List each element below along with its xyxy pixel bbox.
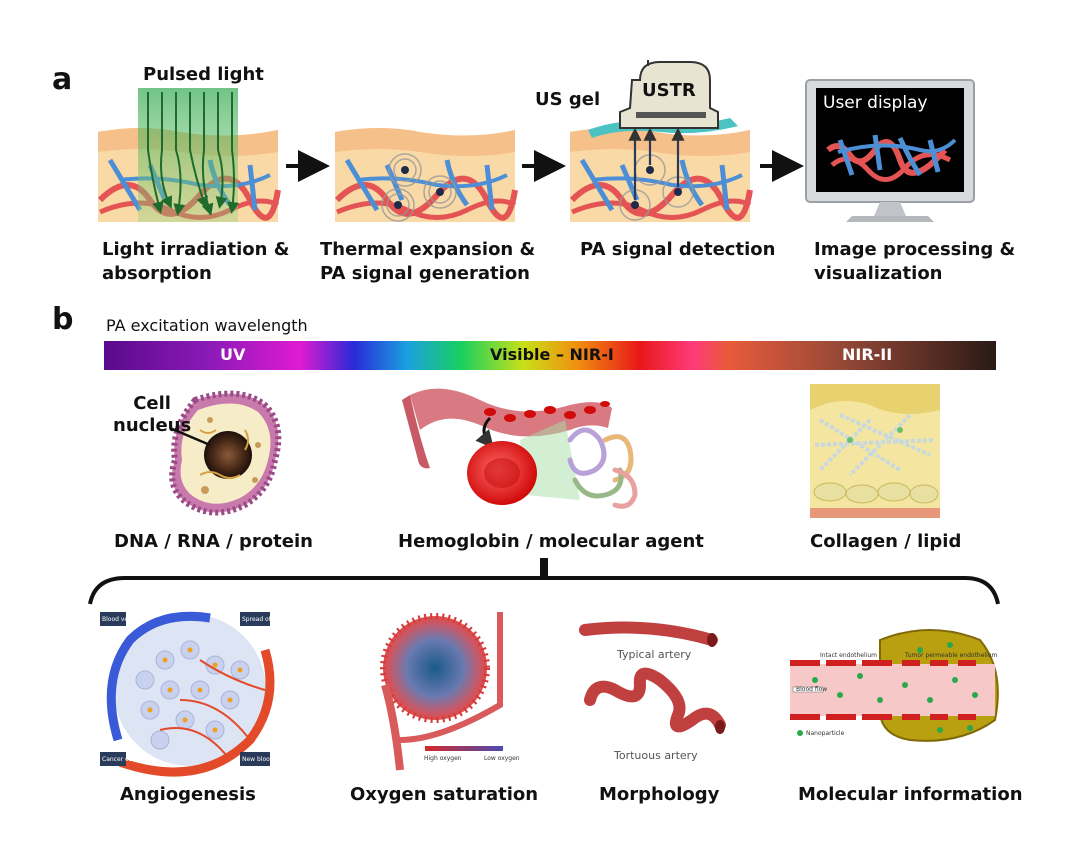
step-1-caption-line1: Light irradiation & <box>102 239 290 260</box>
tissue-block-irradiation <box>97 88 281 222</box>
step-1-caption-line2: absorption <box>102 263 212 284</box>
angiogenesis-illustration <box>100 611 275 777</box>
application-molecular-information: Molecular information <box>798 784 1023 805</box>
tortuous-artery-label: Tortuous artery <box>614 749 698 762</box>
panel-a-label: a <box>52 62 73 97</box>
mol-label-nanoparticle: Nanoparticle <box>806 730 845 737</box>
step-3-caption-line1: PA signal detection <box>580 239 776 260</box>
molecular-information-illustration <box>790 629 999 742</box>
angio-label-cancer-cells: Cancer cells <box>102 756 138 763</box>
tissue-block-detection <box>569 60 753 222</box>
mol-label-blood-flow: Blood flow <box>796 686 827 693</box>
absorber-dna: DNA / RNA / protein <box>114 531 313 552</box>
cell-nucleus-label: Cell nucleus <box>113 393 192 436</box>
user-display-monitor-icon <box>805 79 975 222</box>
oxy-label-high: High oxygen <box>424 755 462 762</box>
user-display-label: User display <box>823 93 928 113</box>
angio-label-metastases: Spread of metastases <box>242 616 307 623</box>
pulsed-light-label: Pulsed light <box>143 64 264 85</box>
step-4-caption-line2: visualization <box>814 263 943 284</box>
oxygen-saturation-illustration <box>380 612 503 771</box>
morphology-illustration <box>579 621 726 734</box>
tissue-block-expansion <box>334 128 518 222</box>
panel-b-label: b <box>52 302 74 337</box>
collagen-lipid-illustration <box>810 384 940 518</box>
application-angiogenesis: Angiogenesis <box>120 784 256 805</box>
angio-label-blood-vessel: Blood vessel <box>102 616 140 623</box>
hemoglobin-illustration <box>402 388 638 509</box>
typical-artery-label: Typical artery <box>617 648 692 661</box>
mol-label-permeable: Tumor permeable endothelium <box>904 652 998 659</box>
absorber-collagen: Collagen / lipid <box>810 531 962 552</box>
oxy-label-low: Low oxygen <box>484 755 520 762</box>
band-nir2: NIR-II <box>842 345 893 364</box>
cell-illustration <box>169 390 282 516</box>
absorber-hemoglobin: Hemoglobin / molecular agent <box>398 531 704 552</box>
angio-label-new-vessels: New blood vessels <box>242 756 298 763</box>
band-visible-nir1: Visible – NIR-I <box>490 345 614 364</box>
step-4-caption-line1: Image processing & <box>814 239 1016 260</box>
band-uv: UV <box>220 345 246 364</box>
wavelength-title: PA excitation wavelength <box>106 316 308 335</box>
wavelength-spectrum-bar <box>104 341 996 370</box>
step-2-caption-line1: Thermal expansion & <box>320 239 536 260</box>
us-gel-label: US gel <box>535 89 601 110</box>
application-morphology: Morphology <box>599 784 720 805</box>
step-2-caption-line2: PA signal generation <box>320 263 530 284</box>
application-oxygen-saturation: Oxygen saturation <box>350 784 539 805</box>
applications-bracket <box>88 558 1000 605</box>
mol-label-intact: Intact endothelium <box>820 652 877 659</box>
ustr-label: USTR <box>642 80 696 101</box>
